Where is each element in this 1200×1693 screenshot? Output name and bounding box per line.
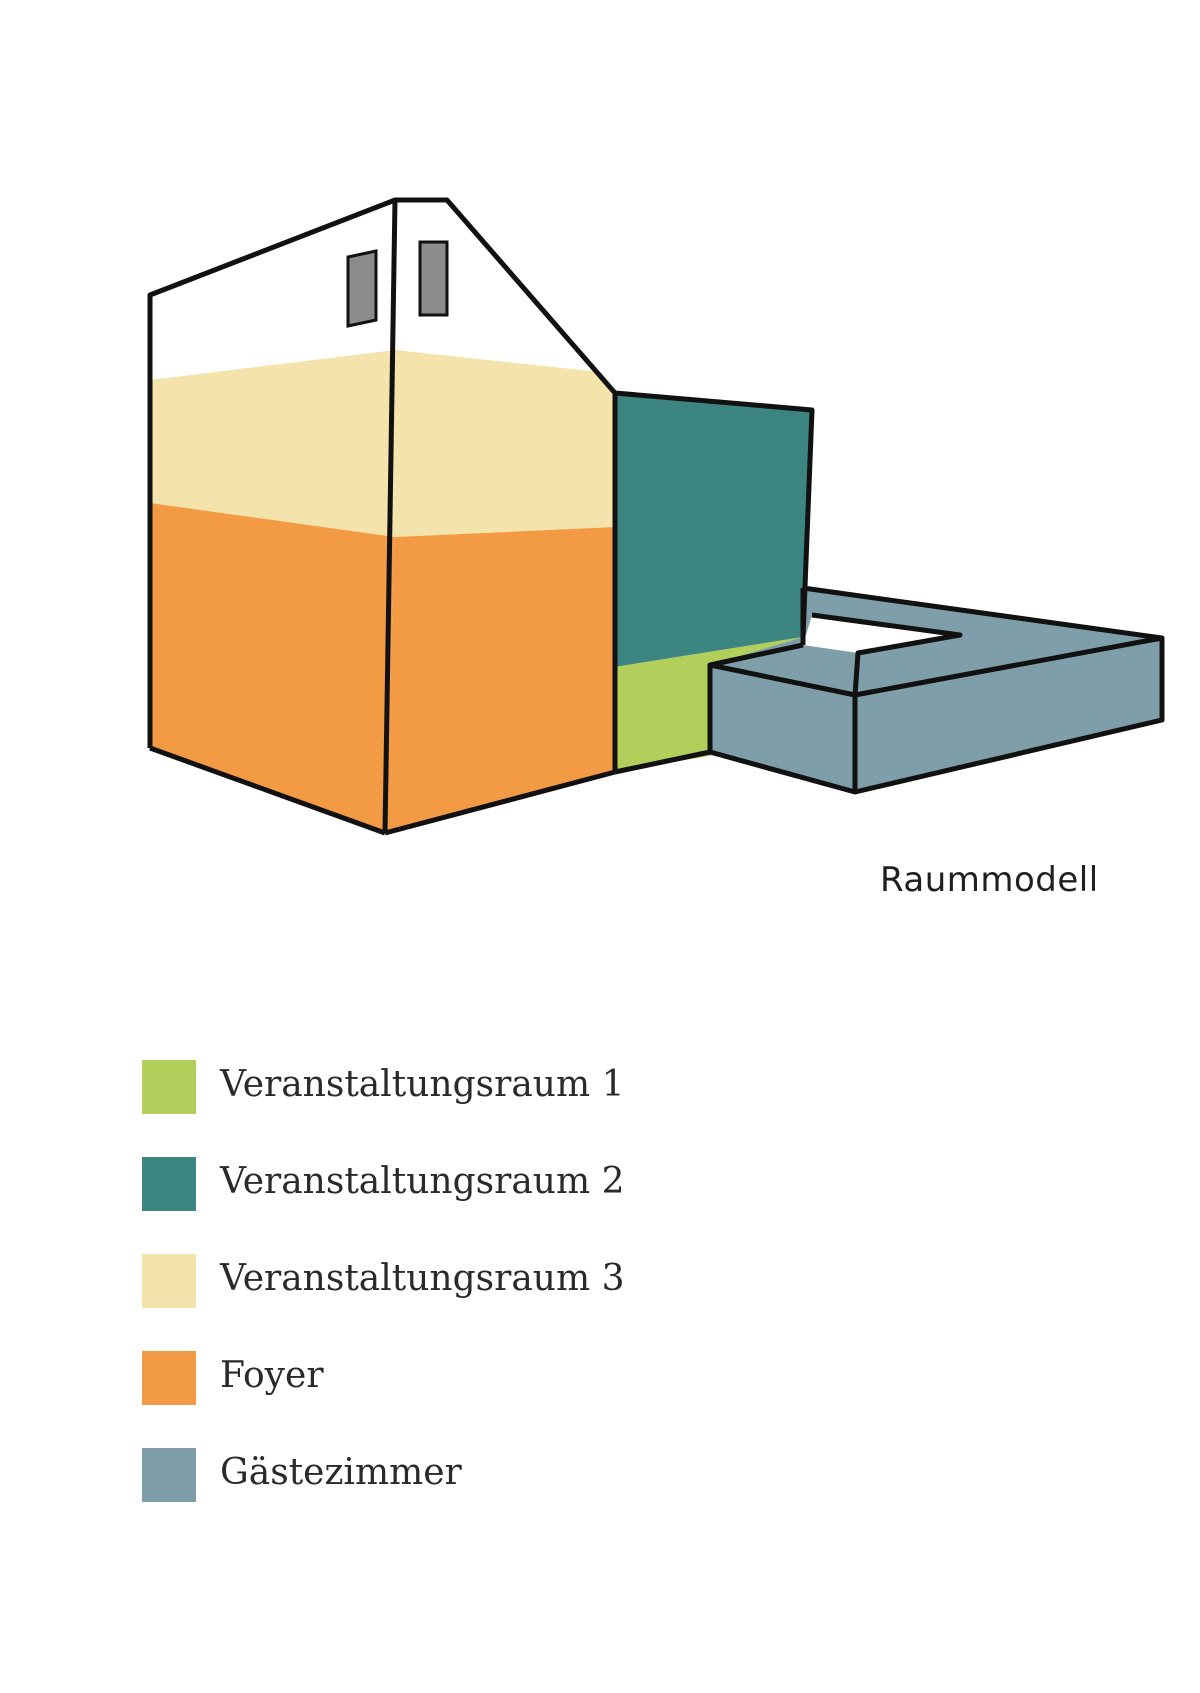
legend-label: Veranstaltungsraum 1 (220, 1064, 625, 1105)
legend-label: Veranstaltungsraum 2 (220, 1161, 625, 1202)
guest-rooms-side (855, 638, 1162, 792)
left-facade-roof (150, 200, 395, 380)
legend-label: Veranstaltungsraum 3 (220, 1258, 625, 1299)
window-right (418, 240, 449, 317)
legend-swatch (142, 1060, 196, 1114)
building-outline (147, 197, 1165, 836)
legend-swatch (142, 1351, 196, 1405)
legend-label: Gästezimmer (220, 1452, 462, 1493)
left-foyer (150, 503, 395, 833)
middle-veranstaltungsraum-2 (615, 393, 812, 667)
right-foyer (385, 527, 615, 833)
legend-swatch (142, 1448, 196, 1502)
legend-item-veranstaltungsraum-2: Veranstaltungsraum 2 (142, 1157, 842, 1211)
legend-item-veranstaltungsraum-1: Veranstaltungsraum 1 (142, 1060, 842, 1114)
legend-item-foyer: Foyer (142, 1351, 842, 1405)
window-left (346, 249, 378, 328)
guest-rooms-courtyard (803, 615, 960, 653)
legend-swatch (142, 1157, 196, 1211)
room-model-diagram (147, 197, 1165, 836)
left-veranstaltungsraum-3 (150, 350, 395, 537)
legend-item-veranstaltungsraum-3: Veranstaltungsraum 3 (142, 1254, 842, 1308)
legend-item-gaestezimmer: Gästezimmer (142, 1448, 842, 1502)
diagram-caption: Raummodell (880, 860, 1099, 900)
legend-label: Foyer (220, 1355, 324, 1396)
right-facade-roof (395, 200, 615, 393)
right-veranstaltungsraum-3 (395, 350, 615, 537)
legend-swatch (142, 1254, 196, 1308)
